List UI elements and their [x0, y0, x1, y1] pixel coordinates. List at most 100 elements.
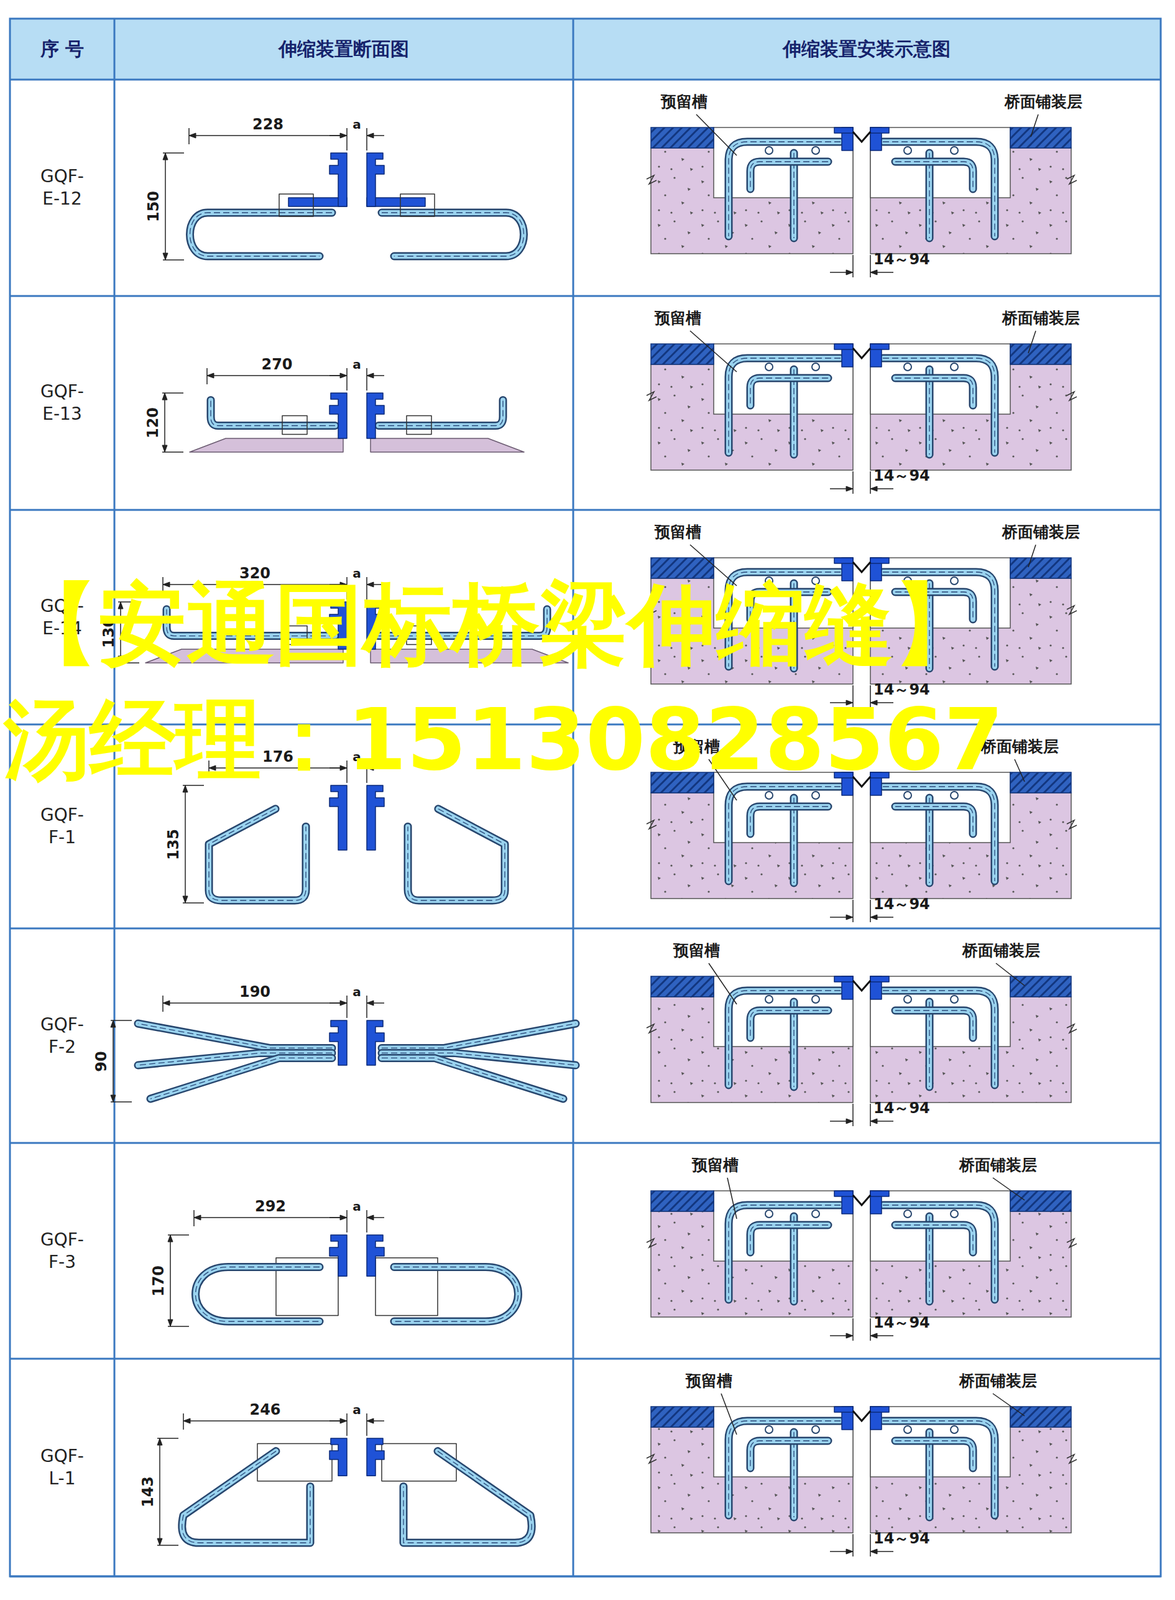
break-mark — [646, 1454, 657, 1463]
rebar-centerline — [138, 1023, 332, 1048]
steel-profile — [366, 785, 385, 850]
dimension-value: 143 — [139, 1475, 158, 1507]
rubber-seal — [852, 1194, 871, 1205]
part-label: 桥面铺装层 — [962, 941, 1041, 960]
extension-line — [157, 1437, 179, 1439]
dimension-arrow — [110, 1094, 116, 1102]
dimension-arrow — [846, 1118, 853, 1124]
dimension-arrow — [157, 1437, 163, 1445]
extension-line — [366, 995, 368, 1018]
part-label: 预留槽 — [654, 309, 702, 328]
rebar-centerline — [728, 1420, 841, 1516]
rebar-centerline — [928, 1216, 930, 1302]
rebar-centerline — [895, 806, 973, 834]
extension-line — [346, 995, 348, 1018]
header-band — [9, 18, 1161, 80]
transverse-bar — [811, 363, 820, 371]
rubber-seal — [852, 980, 871, 991]
rebar-outline — [895, 161, 973, 189]
steel-profile — [870, 343, 890, 350]
dimension-line — [329, 374, 347, 377]
rebar-centerline — [895, 161, 973, 189]
dimension-arrow — [182, 895, 188, 903]
transverse-bar — [811, 1425, 820, 1434]
transverse-bar — [950, 791, 959, 799]
rebar-outline — [790, 1001, 799, 1087]
dimension-arrow — [167, 1319, 173, 1327]
rebar-outline — [790, 1216, 799, 1302]
clamp-box — [400, 193, 435, 217]
rebar-centerline — [403, 1451, 532, 1543]
extension-line — [162, 451, 184, 453]
concrete-block — [650, 364, 853, 470]
transverse-bar — [903, 363, 912, 371]
rebar — [190, 212, 333, 257]
dimension-value: 14～94 — [873, 1529, 931, 1548]
rebar-centerline — [895, 1010, 973, 1038]
part-label: 桥面铺装层 — [959, 1156, 1037, 1175]
dimension-arrow — [846, 1332, 853, 1338]
dimension-arrow — [846, 1548, 853, 1554]
rebar — [750, 161, 829, 189]
steel-profile — [870, 1406, 890, 1412]
dimension-arrow — [162, 152, 168, 160]
rebar-centerline — [793, 1216, 794, 1302]
rebar-centerline — [750, 1224, 829, 1253]
steel-profile — [329, 392, 347, 439]
leader-line — [995, 963, 1025, 986]
dimension-value: 14～94 — [873, 1099, 931, 1118]
break-mark — [646, 1023, 657, 1033]
transverse-bar — [903, 146, 912, 155]
break-mark — [1066, 820, 1077, 829]
transverse-bar — [765, 146, 773, 155]
break-mark — [1066, 175, 1077, 185]
rebar — [895, 161, 973, 189]
rebar — [150, 1057, 332, 1099]
extension-line — [162, 259, 185, 261]
extension-line — [852, 254, 854, 278]
column-header: 伸缩装置安装示意图 — [782, 38, 951, 61]
extension-line — [346, 368, 348, 391]
steel-profile — [834, 343, 853, 350]
gap-symbol: a — [352, 1199, 362, 1214]
rebar-centerline — [793, 797, 794, 883]
rebar-outline — [150, 1057, 332, 1099]
transverse-bar — [811, 1209, 820, 1218]
rebar-centerline — [882, 141, 995, 237]
break-mark — [1066, 1454, 1077, 1463]
deck-pavement — [1010, 1406, 1072, 1427]
rubber-seal — [852, 348, 871, 359]
dimension-line — [164, 392, 166, 452]
rebar-centerline — [208, 808, 306, 901]
steel-profile — [834, 1406, 853, 1412]
extension-line — [346, 128, 348, 151]
rebar-outline — [407, 808, 505, 901]
concrete-block — [650, 1211, 853, 1317]
extension-line — [852, 1103, 854, 1126]
extension-line — [188, 128, 190, 145]
model-number: GQF- L-1 — [40, 1444, 84, 1491]
rebar-centerline — [394, 1267, 519, 1322]
gap-symbol: a — [352, 1402, 362, 1417]
rebar — [895, 806, 973, 834]
rebar-outline — [925, 369, 934, 455]
steel-profile — [366, 1234, 385, 1276]
rebar-outline — [882, 990, 995, 1085]
concrete-block — [870, 364, 1072, 470]
rebar — [926, 152, 932, 239]
rebar-centerline — [750, 1440, 829, 1468]
deck-pavement — [650, 1190, 714, 1212]
rebar-outline — [882, 141, 995, 237]
rebar-centerline — [378, 399, 503, 426]
rebar-outline — [728, 1420, 841, 1516]
rubber-seal — [852, 1410, 871, 1421]
column-line — [113, 18, 116, 1576]
dimension-arrow — [157, 1538, 163, 1545]
rebar-outline — [895, 1440, 973, 1468]
steel-profile — [870, 127, 890, 134]
row-line — [9, 295, 1161, 298]
rebar-outline — [882, 358, 995, 453]
deck-pavement — [650, 976, 714, 997]
rebar-centerline — [750, 161, 829, 189]
part-label: 预留槽 — [691, 1156, 739, 1175]
